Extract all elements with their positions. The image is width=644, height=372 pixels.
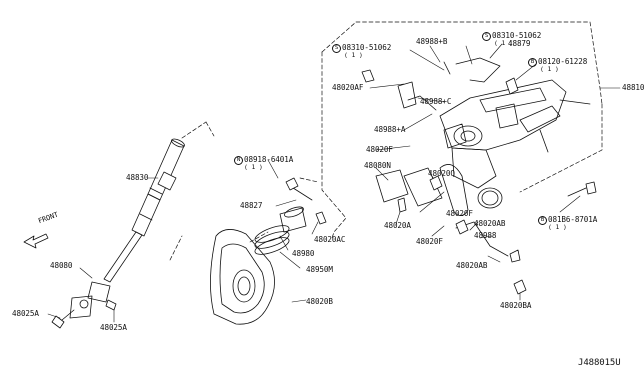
part-label-48810: 48810 [622,83,644,92]
part-label-48988-b: 48988+B [416,37,448,46]
part-label-48988-a: 48988+A [374,125,406,134]
part-label-48020b: 48020B [306,297,333,306]
part-label-48830: 48830 [126,173,149,182]
fastener-number: 08120-61228 [538,57,588,66]
fastener-qty: ( 1 ) [494,39,513,47]
diagram-reference: J488015U [578,358,621,368]
universal-joint [51,281,117,329]
part-label-48020q: 48020Q [428,169,455,178]
leader-lines [47,43,621,323]
fastener-symbol: S [332,44,341,53]
part-label-48020ab-lower: 48020AB [456,261,488,270]
part-label-48025a-left: 48025A [12,309,39,318]
part-label-48950m: 48950M [306,265,333,274]
fastener-symbol: S [482,32,491,41]
lower-links [375,164,597,295]
part-label-48980: 48980 [292,249,315,258]
part-label-48020ba: 48020BA [500,301,532,310]
front-arrow-icon [23,233,49,249]
fastener-number: 08918-6401A [244,155,294,164]
fastener-symbol: B [528,58,537,67]
fastener-symbol: B [538,216,547,225]
part-label-48020ac: 48020AC [314,235,346,244]
fastener-qty: ( 1 ) [344,51,363,59]
part-label-48080: 48080 [50,261,73,270]
part-label-48020f-upper: 48020F [366,145,393,154]
part-label-48879: 48879 [508,39,531,48]
fastener-qty: ( 1 ) [548,223,567,231]
assembly-boundary [169,21,603,261]
dust-boot [210,229,275,325]
fastener-qty: ( 1 ) [540,65,559,73]
part-label-48020a: 48020A [384,221,411,230]
part-label-48080n: 48080N [364,161,391,170]
part-label-48020ab-upper: 48020AB [474,219,506,228]
part-label-48827: 48827 [240,201,263,210]
fastener-number: 08310-51062 [342,43,392,52]
part-label-48020f-lower: 48020F [416,237,443,246]
part-label-48988: 48988 [474,231,497,240]
part-label-48988-c: 48988+C [420,97,452,106]
intermediate-shaft [103,138,185,283]
part-label-48020f-mid: 48020F [446,209,473,218]
fastener-symbol: N [234,156,243,165]
shaft-seal [254,177,327,255]
column-brackets [361,57,519,111]
fastener-qty: ( 1 ) [244,163,263,171]
steering-column [439,79,591,189]
fastener-number: 08310-51062 [492,31,542,40]
part-label-48020af: 48020AF [332,83,364,92]
part-label-48025a-right: 48025A [100,323,127,332]
fastener-number: 081B6-8701A [548,215,598,224]
